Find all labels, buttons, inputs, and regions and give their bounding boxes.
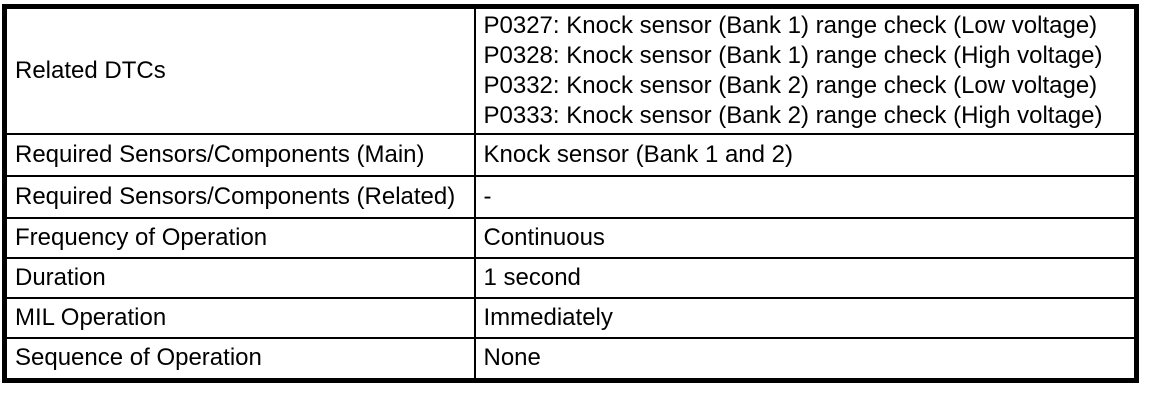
dtc-line-p0332: P0332: Knock sensor (Bank 2) range check… [483,72,1098,99]
row-required-sensors-main: Required Sensors/Components (Main) Knock… [3,133,1138,177]
row-value-related-dtcs: P0327: Knock sensor (Bank 1) range check… [473,5,1138,135]
row-label-related-dtcs: Related DTCs [3,5,476,135]
row-label-required-sensors-related: Required Sensors/Components (Related) [3,175,476,219]
row-related-dtcs: Related DTCs P0327: Knock sensor (Bank 1… [3,5,1138,135]
row-value-sequence-of-operation: None [473,337,1138,381]
row-value-frequency-of-operation: Continuous [473,217,1138,259]
row-mil-operation: MIL Operation Immediately [3,297,1138,339]
row-value-mil-operation: Immediately [473,297,1138,339]
row-value-duration: 1 second [473,257,1138,299]
dtc-line-p0333: P0333: Knock sensor (Bank 2) range check… [483,102,1103,129]
row-value-required-sensors-related: - [473,175,1138,219]
row-required-sensors-related: Required Sensors/Components (Related) - [3,175,1138,219]
row-label-frequency-of-operation: Frequency of Operation [3,217,476,259]
row-label-required-sensors-main: Required Sensors/Components (Main) [3,133,476,177]
dtc-detection-table: Related DTCs P0327: Knock sensor (Bank 1… [2,4,1139,383]
row-label-mil-operation: MIL Operation [3,297,476,339]
row-frequency-of-operation: Frequency of Operation Continuous [3,217,1138,259]
row-label-duration: Duration [3,257,476,299]
row-label-sequence-of-operation: Sequence of Operation [3,337,476,381]
row-duration: Duration 1 second [3,257,1138,299]
dtc-line-p0327: P0327: Knock sensor (Bank 1) range check… [483,12,1098,39]
dtc-line-p0328: P0328: Knock sensor (Bank 1) range check… [483,42,1103,69]
row-sequence-of-operation: Sequence of Operation None [3,337,1138,381]
row-value-required-sensors-main: Knock sensor (Bank 1 and 2) [473,133,1138,177]
